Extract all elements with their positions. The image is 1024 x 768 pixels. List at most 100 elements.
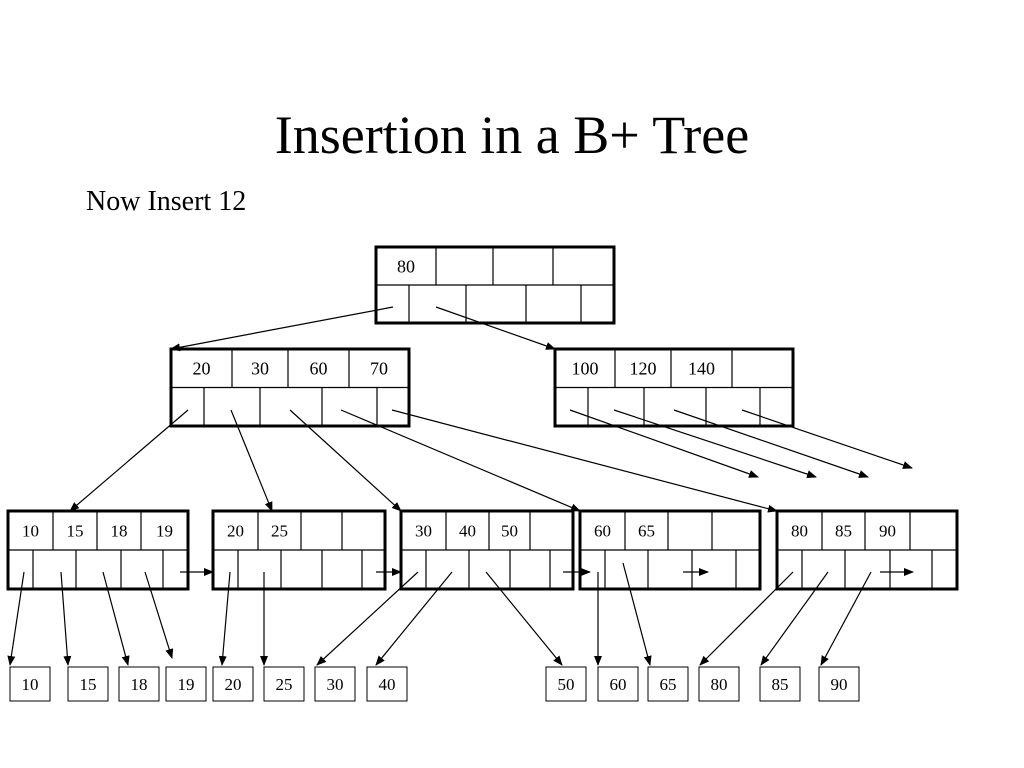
record-box: 10 — [9, 666, 51, 702]
tree-pointers — [7, 306, 914, 666]
record-box: 18 — [118, 666, 160, 702]
record-value: 40 — [379, 675, 396, 694]
record-value: 19 — [178, 675, 195, 694]
record-box: 20 — [212, 666, 254, 702]
leaf-node-1-key: 19 — [156, 521, 173, 540]
record-value: 15 — [80, 675, 97, 694]
record-box: 60 — [597, 666, 639, 702]
record-box-border — [698, 666, 740, 702]
record-box-border — [545, 666, 587, 702]
record-value: 20 — [225, 675, 242, 694]
record-value: 50 — [558, 675, 575, 694]
record-box: 40 — [366, 666, 408, 702]
record-value: 90 — [831, 675, 848, 694]
pointer-arrow — [391, 409, 778, 513]
record-box-border — [759, 666, 801, 702]
pointer-arrow — [218, 571, 231, 666]
pointer-arrow — [622, 562, 652, 666]
leaf-node-5-key: 85 — [835, 521, 852, 540]
slide-title: Insertion in a B+ Tree — [274, 105, 750, 165]
record-box-border — [212, 666, 254, 702]
leaf-node-5: 80 85 90 — [775, 509, 959, 591]
record-value: 30 — [327, 675, 344, 694]
record-value: 65 — [660, 675, 677, 694]
pointer-arrow — [485, 571, 563, 666]
record-box: 65 — [647, 666, 689, 702]
record-value: 10 — [22, 675, 39, 694]
pointer-arrow — [289, 409, 402, 512]
record-box: 15 — [67, 666, 109, 702]
leaf-node-4-key: 65 — [638, 521, 655, 540]
record-value: 80 — [711, 675, 728, 694]
leaf-node-1: 10 15 18 19 — [6, 509, 190, 591]
pointer-arrow — [820, 571, 872, 666]
record-box: 19 — [165, 666, 207, 702]
root-node: 80 — [374, 245, 616, 325]
leaf-node-2-key: 20 — [227, 521, 244, 540]
pointer-arrow — [673, 409, 869, 478]
pointer-arrow — [613, 409, 817, 478]
record-box: 80 — [698, 666, 740, 702]
leaf-node-3-key: 50 — [501, 521, 518, 540]
leaf-node-4: 60 65 — [578, 509, 762, 591]
internal-node-2-key: 120 — [630, 359, 657, 379]
record-value: 18 — [131, 675, 148, 694]
record-box-border — [818, 666, 860, 702]
pointer-arrow — [60, 571, 72, 666]
pointer-arrow — [741, 409, 913, 469]
record-box-border — [118, 666, 160, 702]
internal-node-2: 100 120 140 — [553, 347, 795, 428]
internal-node-1-key: 30 — [251, 359, 269, 379]
pointer-arrow — [316, 571, 419, 666]
pointer-arrow — [760, 571, 829, 666]
record-box-border — [647, 666, 689, 702]
record-box: 30 — [314, 666, 356, 702]
pointer-arrow — [170, 306, 394, 352]
pointer-arrow — [69, 409, 189, 512]
pointer-arrow — [7, 571, 25, 666]
pointer-arrow — [569, 409, 759, 478]
record-value: 60 — [610, 675, 627, 694]
internal-node-1: 20 30 60 70 — [169, 347, 411, 428]
record-box-border — [366, 666, 408, 702]
pointer-arrow — [699, 571, 794, 666]
leaf-node-1-key: 18 — [111, 521, 128, 540]
pointer-arrow — [102, 571, 130, 666]
record-box: 90 — [818, 666, 860, 702]
leaf-node-3-key: 30 — [415, 521, 432, 540]
internal-node-1-key: 20 — [193, 359, 211, 379]
record-value: 85 — [772, 675, 789, 694]
pointer-arrow — [144, 571, 174, 659]
record-box: 25 — [263, 666, 305, 702]
leaf-node-2-key: 25 — [271, 521, 288, 540]
leaf-node-5-key: 90 — [879, 521, 896, 540]
pointer-arrow — [435, 306, 556, 350]
internal-node-1-key: 60 — [310, 359, 328, 379]
record-box-border — [9, 666, 51, 702]
leaf-records: 10 15 18 19 20 25 30 40 50 60 65 80 85 90 — [9, 666, 860, 702]
root-node-key: 80 — [397, 256, 415, 276]
leaf-node-3: 30 40 50 — [399, 509, 575, 591]
leaf-node-4-key: 60 — [594, 521, 611, 540]
record-box-border — [314, 666, 356, 702]
internal-node-2-key: 100 — [572, 359, 599, 379]
pointer-arrow — [230, 409, 273, 512]
internal-node-2-key: 140 — [688, 359, 715, 379]
leaf-node-5-key: 80 — [791, 521, 808, 540]
record-box-border — [67, 666, 109, 702]
leaf-node-1-key: 10 — [22, 521, 39, 540]
pointer-arrow — [375, 571, 453, 666]
record-value: 25 — [276, 675, 293, 694]
pointer-arrow — [340, 409, 581, 512]
record-box-border — [597, 666, 639, 702]
record-box: 85 — [759, 666, 801, 702]
record-box: 50 — [545, 666, 587, 702]
leaf-node-1-key: 15 — [67, 521, 84, 540]
leaf-node-3-key: 40 — [459, 521, 476, 540]
record-box-border — [165, 666, 207, 702]
slide-subtitle: Now Insert 12 — [86, 186, 247, 217]
internal-node-1-key: 70 — [370, 359, 388, 379]
